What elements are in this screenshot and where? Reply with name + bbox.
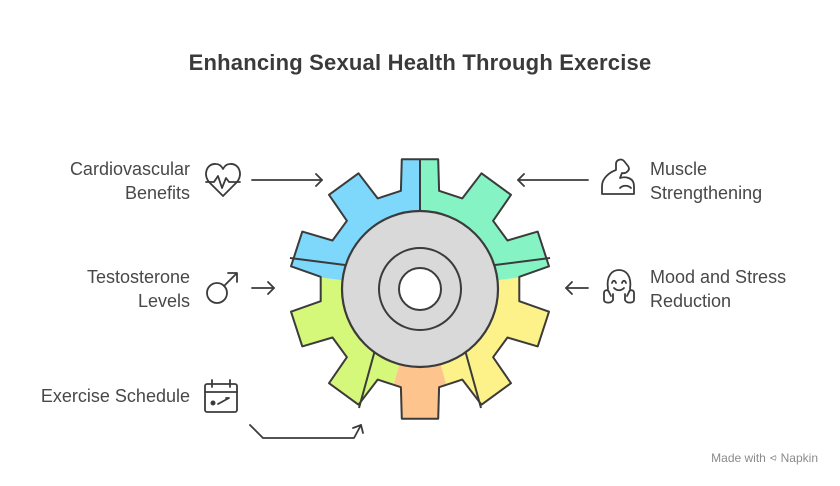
page-title: Enhancing Sexual Health Through Exercise [188,50,652,75]
gear-divider-left [289,257,346,266]
gear-segment-schedule [370,290,470,419]
gear-divider-right [494,257,551,266]
arrow-testosterone [251,281,275,295]
smiling-face-icon [603,269,635,304]
napkin-logo-icon: ⪦ [769,450,777,464]
heart-pulse-icon [205,163,241,197]
arrow-mood [565,281,589,295]
arrow-muscle [517,173,589,187]
label-testosterone: Testosterone Levels [86,267,190,311]
gear-divider-bottom-right [464,349,482,409]
label-mood: Mood and Stress Reduction [650,267,787,311]
footer-brand: Napkin [780,450,818,465]
footer-made-with: Made with [711,450,766,465]
male-symbol-icon [206,272,238,304]
arrow-schedule [249,424,364,439]
label-schedule: Exercise Schedule [40,386,190,406]
flexed-arm-icon [601,158,635,195]
arrow-cardiovascular [251,173,323,187]
gear-hub-hole [398,267,442,311]
label-cardiovascular: Cardiovascular Benefits [69,159,190,203]
calendar-icon [204,379,238,413]
footer-attribution: Made with ⪦ Napkin [711,450,818,465]
gear-outline [290,158,550,420]
gear-divider-bottom-left [358,349,376,409]
label-muscle: Muscle Strengthening [650,159,763,203]
